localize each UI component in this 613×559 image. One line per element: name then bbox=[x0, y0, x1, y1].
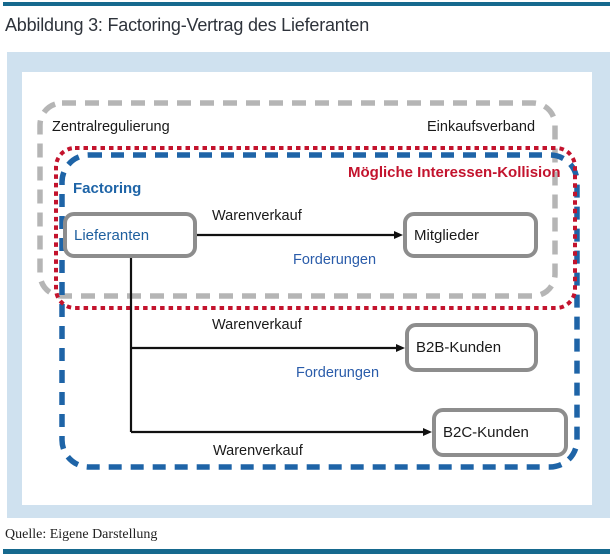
node-mitglieder-label: Mitglieder bbox=[414, 226, 480, 244]
edge-label-warenverkauf-3: Warenverkauf bbox=[213, 443, 303, 459]
node-lieferanten-label: Lieferanten bbox=[74, 226, 150, 244]
bottom-rule bbox=[3, 549, 610, 554]
interessen-kollision-label: Mögliche Interessen-Kollision bbox=[348, 164, 561, 181]
factoring-group-border bbox=[59, 152, 580, 470]
source-caption: Quelle: Eigene Darstellung bbox=[5, 527, 158, 542]
node-b2b-kunden-label: B2B-Kunden bbox=[416, 339, 502, 356]
zentralregulierung-group-border bbox=[37, 100, 558, 299]
node-b2c-kunden-label: B2C-Kunden bbox=[443, 424, 529, 441]
top-rule bbox=[3, 2, 610, 6]
node-mitglieder: Mitglieder bbox=[403, 212, 538, 258]
einkaufsverband-label: Einkaufsverband bbox=[427, 119, 536, 135]
zentralregulierung-label: Zentralregulierung bbox=[52, 119, 170, 135]
kollision-group-border bbox=[54, 146, 577, 310]
edge-label-forderungen-1: Forderungen bbox=[293, 252, 377, 268]
figure-title: Abbildung 3: Factoring-Vertrag des Liefe… bbox=[5, 15, 370, 35]
edge-label-warenverkauf-2: Warenverkauf bbox=[212, 317, 302, 333]
edge-label-forderungen-2: Forderungen bbox=[296, 365, 380, 381]
edge-label-warenverkauf-1: Warenverkauf bbox=[212, 208, 302, 224]
factoring-label: Factoring bbox=[73, 180, 142, 197]
node-b2b-kunden: B2B-Kunden bbox=[405, 323, 538, 372]
node-b2c-kunden: B2C-Kunden bbox=[432, 408, 568, 457]
node-lieferanten: Lieferanten bbox=[63, 212, 197, 258]
